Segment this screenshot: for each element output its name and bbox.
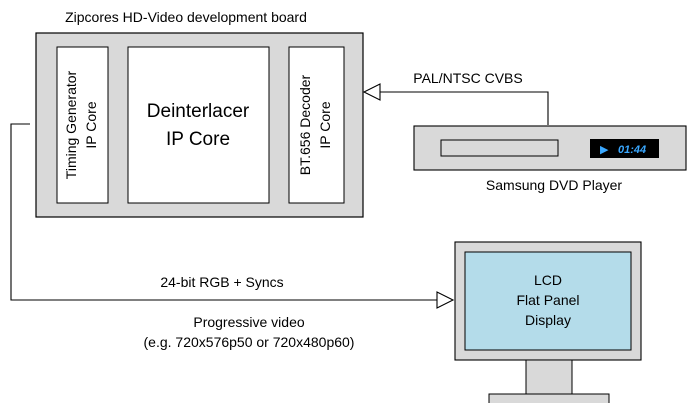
- lcd-monitor-neck: [525, 359, 573, 395]
- decoder-sublabel: IP Core: [317, 101, 333, 148]
- play-icon: ▶: [600, 143, 609, 156]
- lcd-label-line3: Display: [525, 312, 571, 328]
- cvbs-connector: [380, 91, 549, 125]
- dvd-display: [590, 139, 659, 158]
- progressive-examples: (e.g. 720x576p50 or 720x480p60): [144, 334, 355, 350]
- lcd-screen: [464, 251, 632, 351]
- decoder-label: BT.656 Decoder: [297, 74, 313, 175]
- dvd-label: Samsung DVD Player: [486, 177, 623, 193]
- deinterlacer-label: Deinterlacer: [147, 101, 250, 122]
- input-signal-label: PAL/NTSC CVBS: [413, 70, 522, 86]
- timing-generator-sublabel: IP Core: [83, 101, 99, 148]
- dvd-disc-tray: [440, 139, 559, 157]
- board-title: Zipcores HD-Video development board: [65, 9, 307, 25]
- decoder-core: [288, 46, 345, 204]
- lcd-label-line1: LCD: [534, 272, 562, 288]
- rgb-connector: [10, 123, 437, 301]
- timing-generator-label: Timing Generator: [63, 70, 79, 179]
- output-signal-label: 24-bit RGB + Syncs: [160, 274, 283, 290]
- rgb-arrowhead: [436, 291, 455, 309]
- lcd-label-line2: Flat Panel: [516, 292, 579, 308]
- progressive-label: Progressive video: [193, 314, 304, 330]
- deinterlacer-core: [127, 46, 270, 204]
- deinterlacer-sublabel: IP Core: [166, 129, 230, 150]
- lcd-monitor-base: [488, 393, 610, 403]
- dvd-time: 01:44: [618, 144, 646, 156]
- cvbs-arrowhead: [362, 83, 381, 101]
- timing-generator-core: [56, 46, 109, 204]
